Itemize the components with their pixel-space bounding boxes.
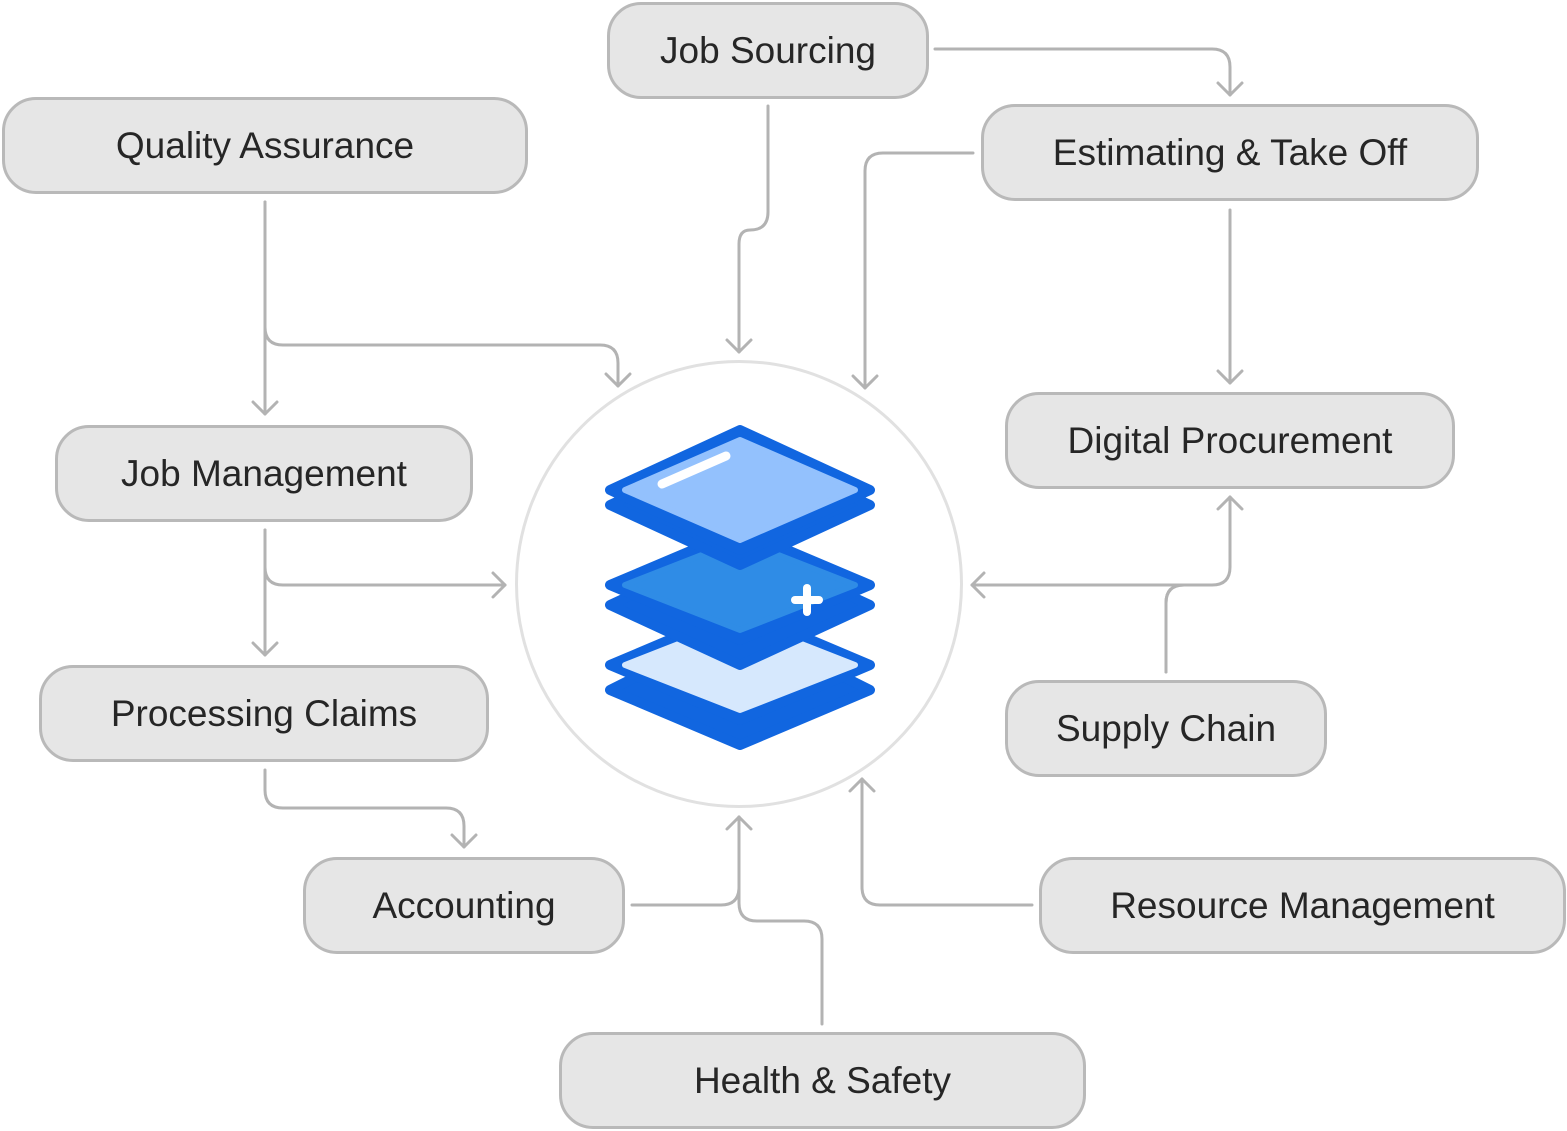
stacked-layers-plus-icon	[605, 425, 875, 750]
node-estimating-take-off[interactable]: Estimating & Take Off	[981, 104, 1479, 201]
node-job-management[interactable]: Job Management	[55, 425, 473, 522]
connector-resource-management-to-hub	[848, 777, 1034, 907]
node-digital-procurement[interactable]: Digital Procurement	[1005, 392, 1455, 489]
connector-processing-claims-to-accounting	[263, 768, 478, 849]
node-health-safety[interactable]: Health & Safety	[559, 1032, 1086, 1129]
node-processing-claims[interactable]: Processing Claims	[39, 665, 489, 762]
top-layer	[605, 425, 875, 570]
connector-job-sourcing-to-hub	[725, 104, 770, 354]
connector-job-management-to-hub	[263, 528, 507, 599]
connector-job-management-to-processing-claims	[251, 528, 279, 657]
node-label: Quality Assurance	[115, 124, 415, 166]
node-label: Accounting	[372, 884, 556, 926]
connector-supply-chain-to-procurement	[1164, 495, 1244, 674]
node-label: Digital Procurement	[1067, 419, 1393, 461]
connector-estimating-to-hub	[851, 151, 975, 390]
plus-icon	[791, 584, 823, 616]
connector-job-sourcing-to-estimating	[933, 47, 1244, 97]
node-label: Job Management	[121, 452, 407, 494]
node-label: Resource Management	[1110, 884, 1495, 926]
connector-quality-assurance-to-job-management	[251, 200, 279, 416]
node-accounting[interactable]: Accounting	[303, 857, 625, 954]
node-supply-chain[interactable]: Supply Chain	[1005, 680, 1327, 777]
connector-quality-assurance-to-hub	[263, 200, 632, 388]
connector-accounting-to-hub	[630, 815, 753, 907]
node-quality-assurance[interactable]: Quality Assurance	[2, 97, 528, 194]
connector-health-safety-to-hub	[737, 815, 824, 1026]
node-resource-management[interactable]: Resource Management	[1039, 857, 1566, 954]
node-label: Health & Safety	[693, 1059, 952, 1101]
node-job-sourcing[interactable]: Job Sourcing	[607, 2, 929, 99]
connector-estimating-to-procurement	[1216, 208, 1244, 385]
node-label: Processing Claims	[110, 692, 418, 734]
middle-layer	[605, 525, 875, 670]
node-label: Job Sourcing	[660, 29, 876, 71]
connector-supply-chain-to-hub	[970, 571, 1186, 674]
node-label: Estimating & Take Off	[1052, 131, 1408, 173]
node-label: Supply Chain	[1055, 707, 1277, 749]
